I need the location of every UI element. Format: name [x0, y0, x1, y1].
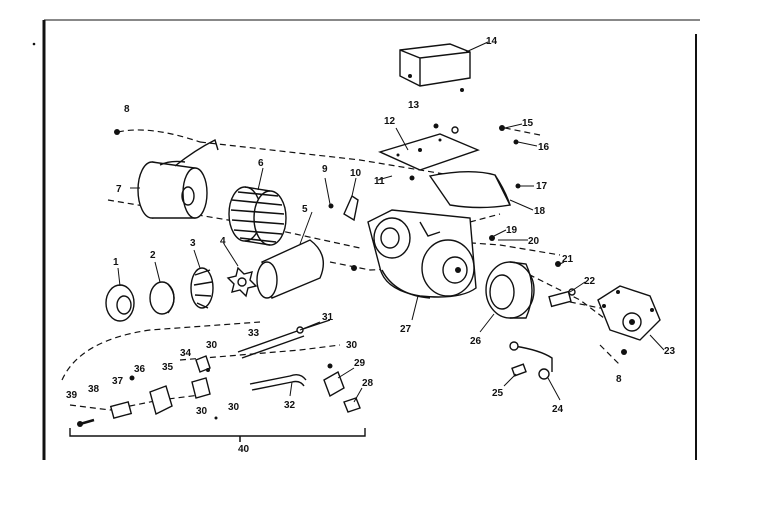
- fuel-pump-icon: [597, 285, 661, 341]
- callout-29: 29: [354, 358, 366, 369]
- cylinder-sleeve-icon: [256, 239, 324, 299]
- callout-20: 20: [528, 236, 540, 247]
- callout-38: 38: [88, 384, 100, 395]
- callout-26: 26: [470, 336, 482, 347]
- callout-12: 12: [384, 116, 396, 127]
- screw-icon: [77, 418, 95, 427]
- leader-lines: [117, 41, 665, 403]
- nozzle-icon: [343, 397, 361, 413]
- callout-30d: 30: [196, 406, 208, 417]
- callout-13: 13: [408, 100, 420, 111]
- callout-24: 24: [552, 404, 564, 415]
- callout-18: 18: [534, 206, 546, 217]
- fuel-line-icon: [509, 341, 553, 380]
- motor-icon: [137, 139, 219, 219]
- callout-27: 27: [400, 324, 412, 335]
- callout-6: 6: [258, 158, 264, 169]
- callout-32: 32: [284, 400, 296, 411]
- transformer-icon: [399, 43, 471, 92]
- callout-11: 11: [374, 176, 385, 187]
- callout-17: 17: [536, 181, 548, 192]
- callout-28: 28: [362, 378, 374, 389]
- cover-ring-icon: [485, 261, 535, 319]
- nozzle-tube-icon: [249, 373, 307, 391]
- callout-4: 4: [220, 236, 226, 247]
- part-number-callouts: 1 2 3 4 5 6 7 8 9 10 11 12 13 14 15 16 1…: [66, 36, 676, 455]
- screws-icon: [114, 123, 627, 420]
- callout-19: 19: [506, 225, 518, 236]
- callout-1: 1: [113, 257, 119, 268]
- callout-33: 33: [248, 328, 260, 339]
- adapter-icon: [149, 385, 173, 416]
- air-tube-cover-icon: [428, 171, 512, 209]
- callout-9: 9: [322, 164, 328, 175]
- assembly-40-bracket: [69, 428, 366, 442]
- callout-8b: 8: [616, 374, 622, 385]
- callout-30c: 30: [228, 402, 240, 413]
- callout-15: 15: [522, 118, 534, 129]
- star-washer-icon: [226, 266, 258, 298]
- sleeve-icon: [109, 401, 133, 419]
- callout-5: 5: [302, 204, 308, 215]
- callout-22: 22: [584, 276, 596, 287]
- callout-34: 34: [180, 348, 192, 359]
- bracket-icon: [343, 194, 359, 222]
- callout-3: 3: [190, 238, 196, 249]
- clamp-icon: [323, 370, 345, 398]
- burner-housing-icon: [367, 209, 477, 299]
- electrode-assembly-icon: [237, 319, 331, 359]
- mounting-plate-icon: [378, 133, 480, 171]
- small-fitting-icon: [191, 355, 211, 399]
- fan-icon: [190, 267, 214, 309]
- collar-icon: [105, 284, 135, 322]
- callout-40: 40: [238, 444, 250, 455]
- callout-14: 14: [486, 36, 498, 47]
- callout-16: 16: [538, 142, 550, 153]
- callout-37: 37: [112, 376, 124, 387]
- callout-35: 35: [162, 362, 174, 373]
- callout-21: 21: [562, 254, 574, 265]
- callout-30a: 30: [206, 340, 218, 351]
- callout-36: 36: [134, 364, 146, 375]
- callout-23: 23: [664, 346, 676, 357]
- fitting-icon: [511, 363, 527, 377]
- callout-8: 8: [124, 104, 130, 115]
- callout-10: 10: [350, 168, 362, 179]
- coupling-icon: [548, 288, 576, 308]
- callout-7: 7: [116, 184, 122, 195]
- callout-30b: 30: [346, 340, 358, 351]
- frame-lines: [32, 19, 700, 460]
- callout-2: 2: [150, 250, 156, 261]
- callout-31: 31: [322, 312, 334, 323]
- callout-25: 25: [492, 388, 504, 399]
- ring-icon: [149, 281, 175, 315]
- callout-39: 39: [66, 390, 78, 401]
- blower-wheel-icon: [228, 186, 287, 246]
